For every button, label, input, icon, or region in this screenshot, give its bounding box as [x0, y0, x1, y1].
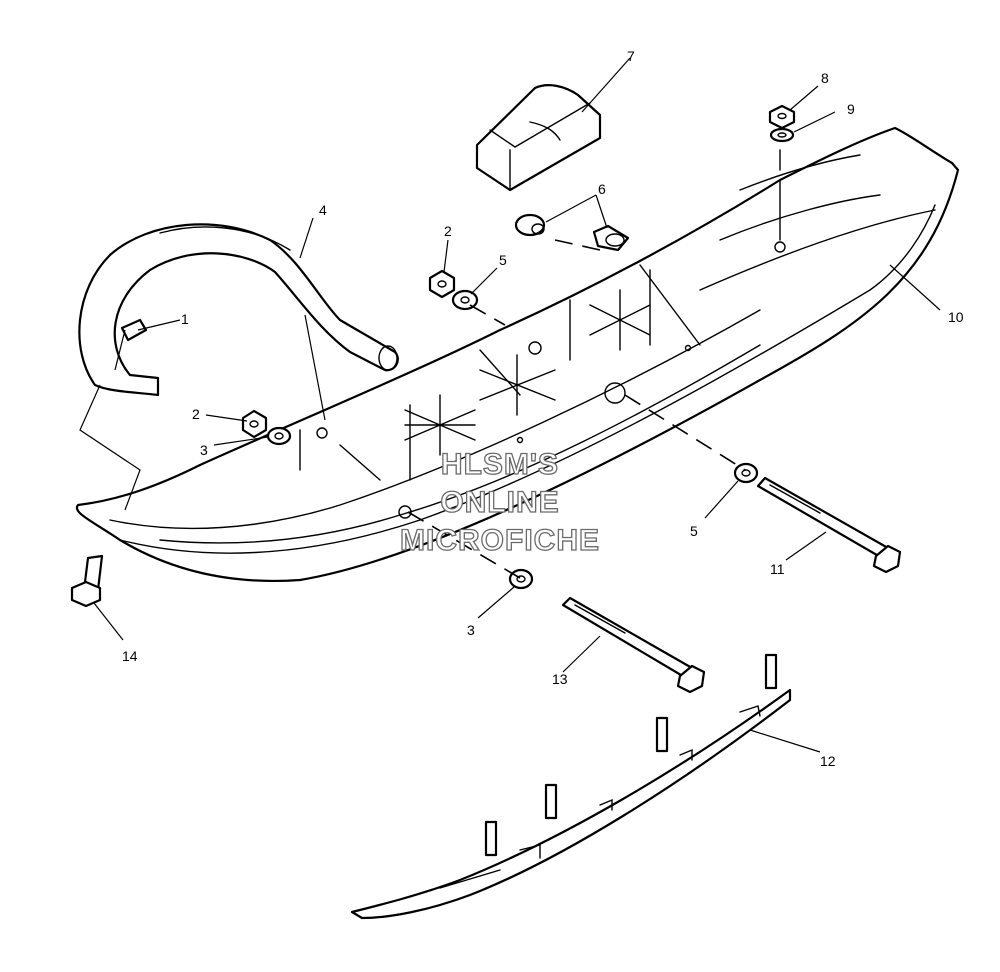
bolt-long-bottom [561, 596, 706, 694]
callout-2-upper: 2 [444, 223, 452, 239]
callout-6: 6 [598, 181, 606, 197]
ski-body [75, 126, 960, 583]
callout-8: 8 [821, 70, 829, 86]
callout-9: 9 [847, 101, 855, 117]
wear-bar [350, 653, 792, 920]
callout-7: 7 [627, 48, 635, 64]
nut-and-washer [768, 104, 796, 241]
callout-4: 4 [319, 202, 327, 218]
watermark-line-2: ONLINE [440, 486, 559, 519]
callout-13: 13 [552, 671, 568, 687]
alignment-lines [79, 239, 746, 579]
callout-1: 1 [181, 311, 189, 327]
callout-12: 12 [820, 753, 836, 769]
nut-lower [241, 409, 268, 439]
washer-bottom [508, 568, 534, 590]
watermark-line-1: HLSM'S [441, 448, 559, 481]
cotter-pin [120, 318, 148, 342]
saddle-block [475, 84, 602, 192]
callout-14: 14 [122, 648, 138, 664]
callout-5-upper: 5 [499, 252, 507, 268]
callout-5-lower: 5 [690, 523, 698, 539]
washer-upper [451, 289, 479, 311]
callout-labels: 1 2 2 3 3 4 5 5 6 7 8 9 10 11 12 13 14 [122, 48, 964, 769]
callout-leaders [93, 57, 941, 753]
watermark-line-3: MICROFICHE [400, 524, 600, 557]
callout-10: 10 [948, 309, 964, 325]
washer-lower [266, 426, 292, 446]
callout-11: 11 [770, 561, 785, 577]
bolt-short [70, 554, 104, 608]
washer-right [733, 462, 759, 484]
nut-upper [428, 269, 456, 299]
bolt-long-right [756, 476, 902, 574]
callout-3-lower: 3 [467, 622, 475, 638]
ski-handle [78, 223, 399, 397]
callout-3-upper: 3 [200, 442, 208, 458]
callout-2-lower: 2 [192, 406, 200, 422]
watermark: HLSM'S ONLINE MICROFICHE [399, 447, 600, 557]
bushing-set [514, 213, 630, 252]
